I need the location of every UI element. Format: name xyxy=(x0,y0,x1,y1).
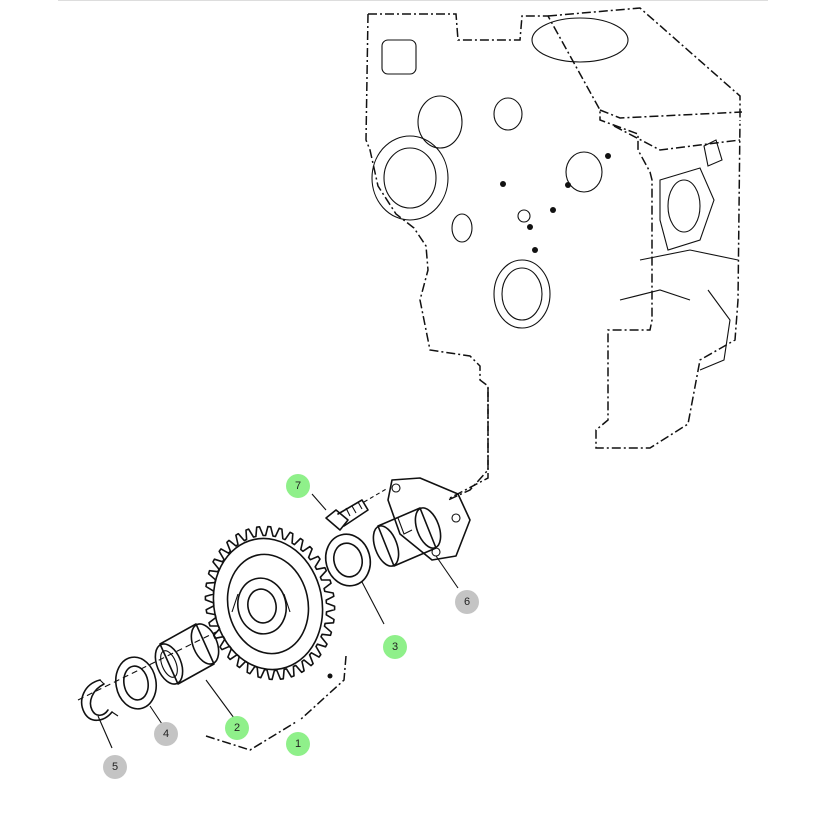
callout-4[interactable]: 4 xyxy=(154,722,178,746)
callout-1[interactable]: 1 xyxy=(286,732,310,756)
callout-7[interactable]: 7 xyxy=(286,474,310,498)
engine-block xyxy=(365,7,743,501)
assembly-axis xyxy=(77,631,217,701)
callout-6[interactable]: 6 xyxy=(455,590,479,614)
callout-2[interactable]: 2 xyxy=(225,716,249,740)
callout-3[interactable]: 3 xyxy=(383,635,407,659)
bolt-part-7 xyxy=(311,487,389,531)
idler-gear-part-1 xyxy=(204,525,347,751)
top-divider xyxy=(58,0,768,1)
callout-5[interactable]: 5 xyxy=(103,755,127,779)
snap-ring-part-5 xyxy=(80,679,119,749)
bushing-part-2 xyxy=(154,623,235,719)
mounting-plate-part-6 xyxy=(372,477,471,589)
washer-part-3 xyxy=(324,533,385,625)
washer-part-4 xyxy=(114,656,163,725)
